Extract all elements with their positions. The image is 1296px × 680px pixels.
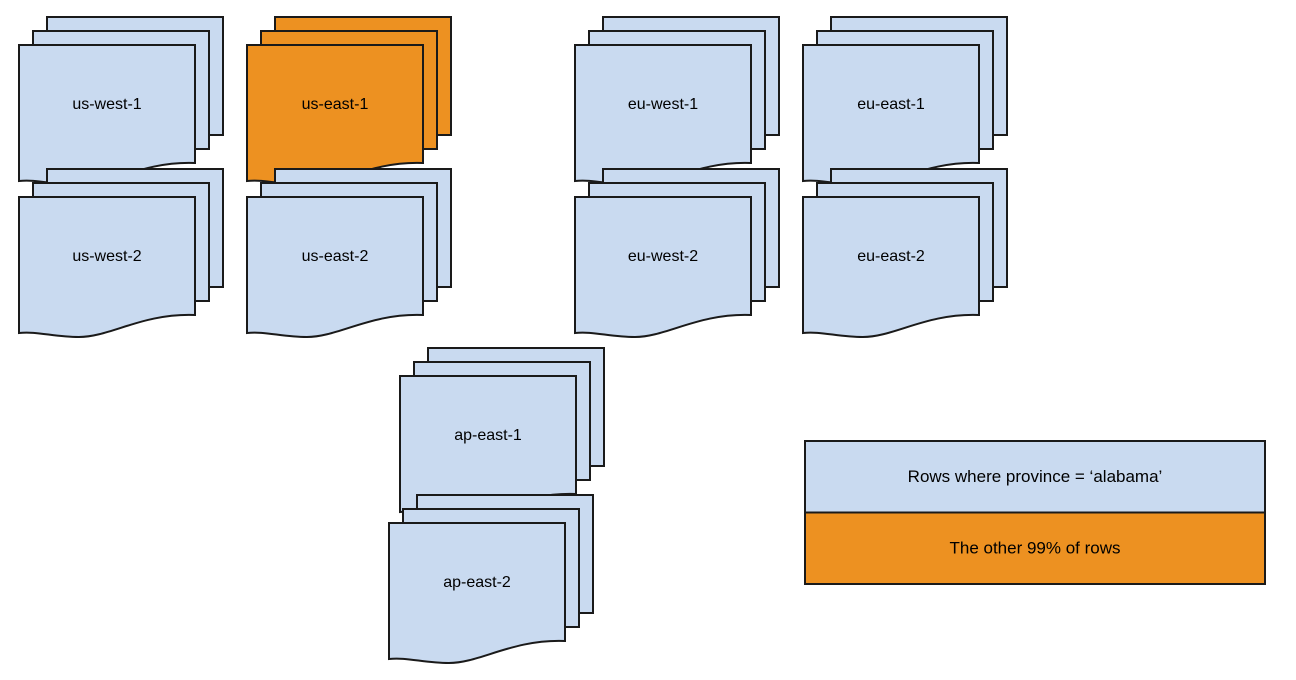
document-stack-us-west-1[interactable]: us-west-1 (18, 16, 224, 187)
document-stack-us-west-2[interactable]: us-west-2 (18, 168, 224, 339)
document-stack-label: us-east-1 (302, 96, 369, 113)
document-stack-label: us-west-2 (72, 248, 141, 265)
document-stack-label: eu-west-1 (628, 96, 698, 113)
document-stack-label: ap-east-1 (454, 427, 522, 444)
document-stack-ap-east-1[interactable]: ap-east-1 (399, 347, 605, 518)
document-stack-ap-east-2[interactable]: ap-east-2 (388, 494, 594, 665)
legend-row-other: The other 99% of rows (804, 511, 1266, 585)
document-stack-label: us-west-1 (72, 96, 141, 113)
document-sheet-front (246, 44, 424, 187)
document-stack-eu-east-2[interactable]: eu-east-2 (802, 168, 1008, 339)
document-stack-label: eu-east-1 (857, 96, 925, 113)
legend-label: The other 99% of rows (949, 539, 1120, 558)
document-stack-label: eu-east-2 (857, 248, 925, 265)
document-stack-label: eu-west-2 (628, 248, 698, 265)
document-sheet-front (574, 196, 752, 339)
document-sheet-front (574, 44, 752, 187)
legend-label: Rows where province = ‘alabama’ (908, 467, 1163, 486)
document-stack-eu-east-1[interactable]: eu-east-1 (802, 16, 1008, 187)
document-stack-us-east-1[interactable]: us-east-1 (246, 16, 452, 187)
document-stack-label: us-east-2 (302, 248, 369, 265)
legend-row-matching: Rows where province = ‘alabama’ (804, 440, 1266, 514)
document-sheet-front (18, 196, 196, 339)
legend: Rows where province = ‘alabama’ The other… (804, 440, 1266, 585)
document-stack-us-east-2[interactable]: us-east-2 (246, 168, 452, 339)
document-stack-layer: us-west-1 us-east-1 eu-west-1 eu-east-1 us-w… (18, 16, 1008, 665)
document-sheet-front (388, 522, 566, 665)
document-stack-eu-west-1[interactable]: eu-west-1 (574, 16, 780, 187)
legend-swatch (804, 511, 1266, 585)
document-sheet-front (802, 44, 980, 187)
document-stack-label: ap-east-2 (443, 574, 511, 591)
document-sheet-front (18, 44, 196, 187)
document-sheet-front (802, 196, 980, 339)
document-stack-eu-west-2[interactable]: eu-west-2 (574, 168, 780, 339)
document-sheet-front (246, 196, 424, 339)
legend-swatch (804, 440, 1266, 514)
